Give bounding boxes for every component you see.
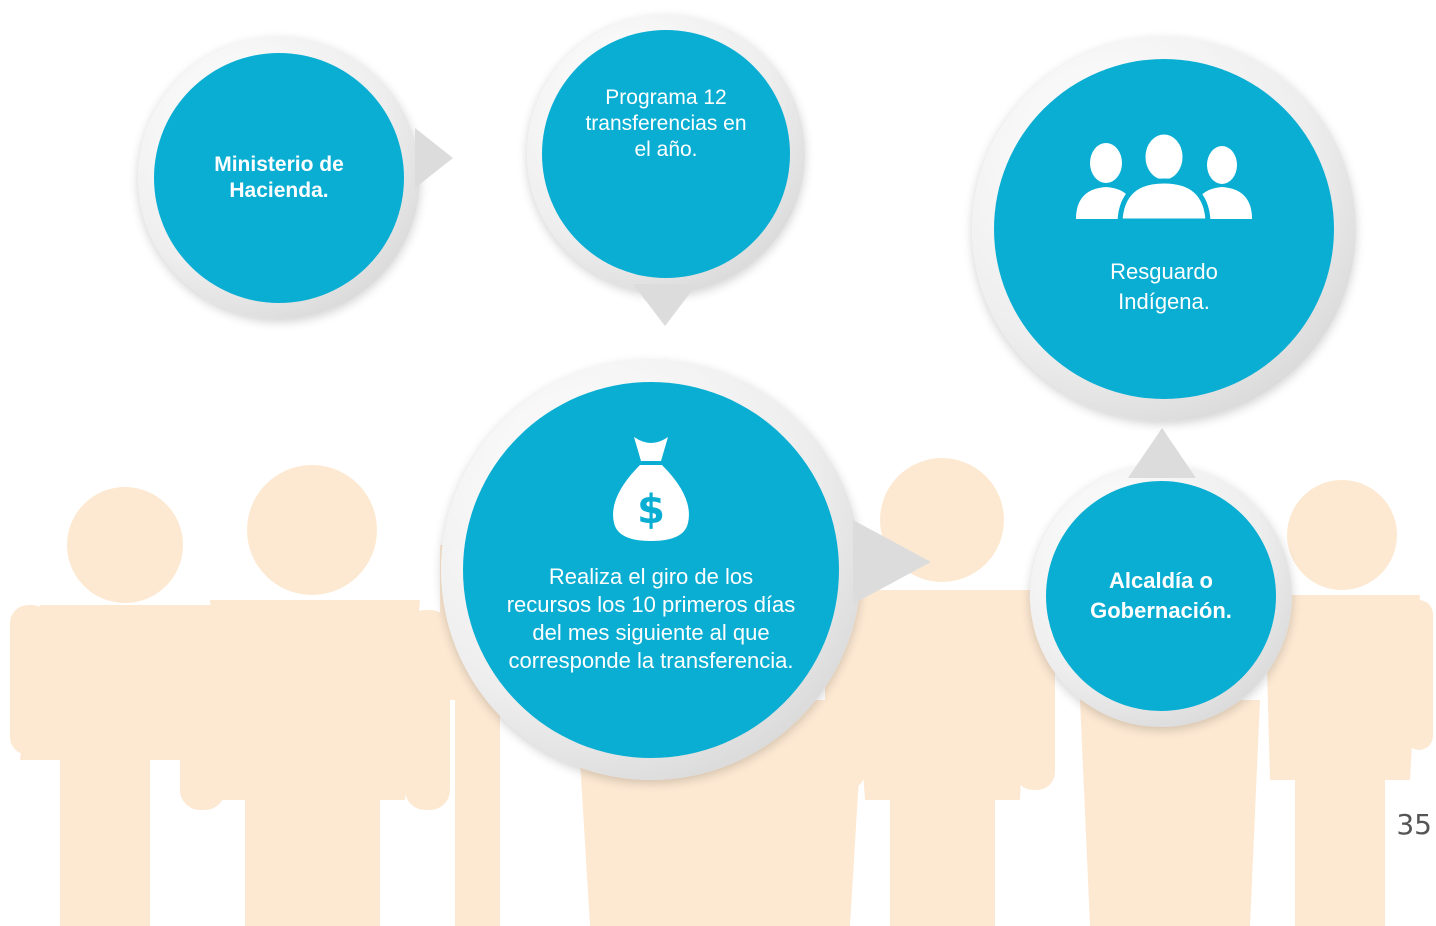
node-resguardo: Resguardo Indígena. (994, 59, 1334, 399)
money-bag-icon: $ (613, 437, 689, 541)
node-programa-label: Programa 12 transferencias en el año. (585, 86, 747, 161)
people-group-icon (1076, 131, 1252, 221)
node-resguardo-label: Resguardo Indígena. (1110, 259, 1218, 314)
node-ministerio-label: Ministerio de Hacienda. (214, 153, 344, 202)
arrow-programa-to-giro (633, 284, 697, 326)
arrow-giro-to-alcaldia (853, 520, 931, 604)
arrow-ministerio-to-programa (415, 128, 453, 188)
node-giro-label: Realiza el giro de los recursos los 10 p… (506, 564, 796, 673)
page-number: 35 (1396, 808, 1432, 841)
node-alcaldia-label: Alcaldía o Gobernación. (1090, 568, 1232, 623)
arrow-alcaldia-to-resguardo (1128, 428, 1196, 478)
node-programa: Programa 12 transferencias en el año. (542, 30, 790, 278)
silhouette-person-7 (1265, 480, 1433, 926)
silhouette-person-2 (180, 465, 450, 926)
node-ministerio: Ministerio de Hacienda. (154, 53, 404, 303)
node-giro: $ Realiza el giro de los recursos los 10… (463, 382, 839, 758)
node-alcaldia: Alcaldía o Gobernación. (1046, 481, 1276, 711)
svg-text:$: $ (637, 487, 665, 533)
silhouette-person-6 (1080, 700, 1260, 926)
